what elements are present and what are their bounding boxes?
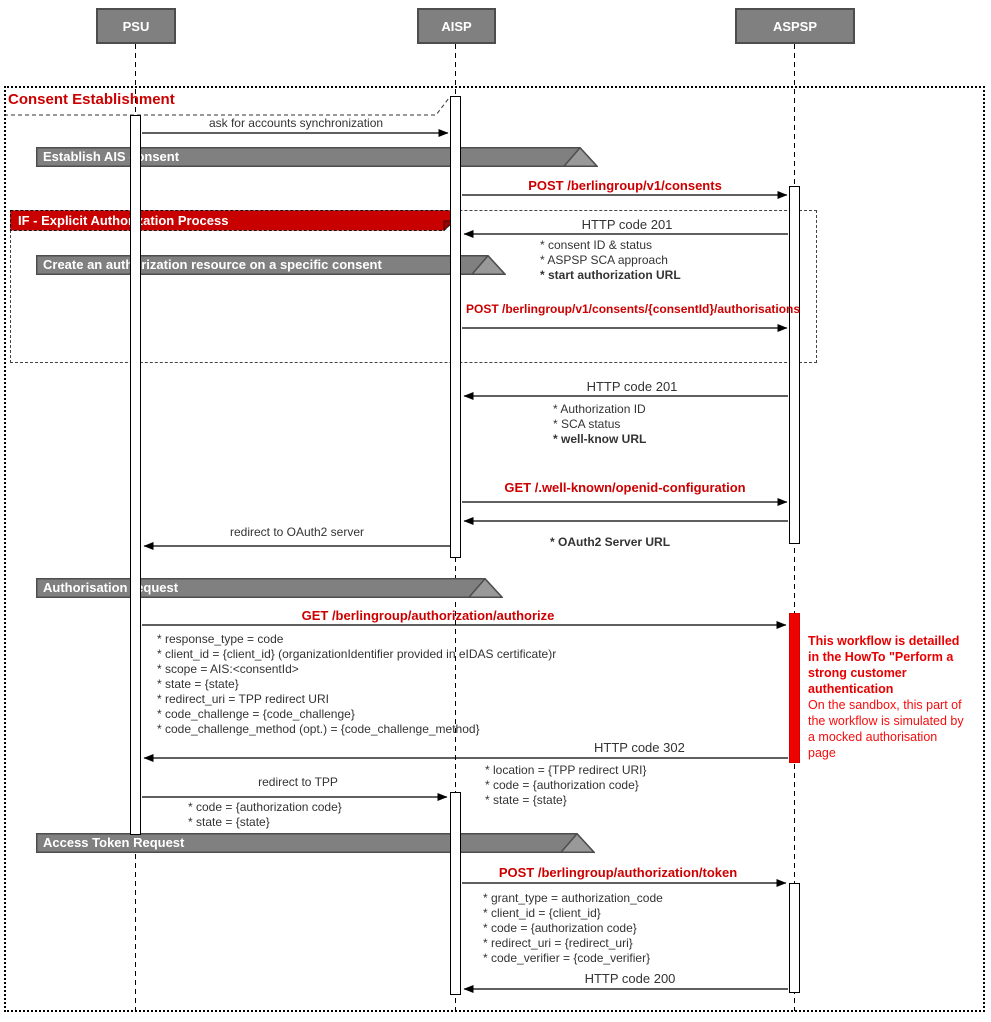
banner-label: Authorisation request [43, 580, 179, 595]
message-http201-2: HTTP code 201 [586, 379, 678, 394]
if-fragment-banner: IF - Explicit Authorization Process [10, 210, 456, 232]
param-code: * code = {authorization code} [485, 778, 639, 792]
banner-label: Create an authorization resource on a sp… [43, 257, 382, 272]
param-start-auth-url: * start authorization URL [540, 268, 681, 282]
param-consent-id: * consent ID & status [540, 238, 653, 252]
note-line: This workflow is detailled [808, 634, 960, 648]
message-post-consents: POST /berlingroup/v1/consents [528, 178, 722, 193]
param-authorization-id: * Authorization ID [553, 402, 646, 416]
param-token-redirect-uri: * redirect_uri = {redirect_uri} [483, 936, 633, 950]
param-tpp-state: * state = {state} [188, 815, 270, 829]
consent-establishment-frame [4, 86, 985, 1012]
activation-aspsp-2 [789, 883, 800, 993]
actor-psu-label: PSU [122, 18, 150, 34]
message-http201-1: HTTP code 201 [581, 217, 673, 232]
param-wellknow-url: * well-know URL [553, 432, 647, 446]
note-line: the workflow is simulated by [808, 714, 964, 728]
activation-aspsp-red [789, 613, 800, 763]
actor-aspsp: ASPSP [735, 8, 855, 44]
activation-aspsp-1 [789, 186, 800, 544]
banner-shape [36, 578, 503, 598]
activation-psu [130, 115, 141, 835]
param-tpp-code: * code = {authorization code} [188, 800, 342, 814]
message-http302: HTTP code 302 [594, 740, 685, 755]
note-line: strong customer [808, 666, 907, 680]
message-redirect-tpp: redirect to TPP [258, 775, 338, 789]
frame-title: Consent Establishment [8, 91, 175, 108]
note-line: a mocked authorisation [808, 730, 938, 744]
activation-aisp-2 [450, 792, 461, 995]
actor-psu: PSU [96, 8, 176, 44]
note-line: in the HowTo "Perform a [808, 650, 954, 664]
banner-create-authorization: Create an authorization resource on a sp… [36, 255, 506, 275]
param-sca-status: * SCA status [553, 417, 621, 431]
param-code-verifier: * code_verifier = {code_verifier} [483, 951, 651, 965]
note-line: page [808, 746, 836, 760]
if-fragment-label: IF - Explicit Authorization Process [18, 213, 229, 228]
banner-authorisation-request: Authorisation request [36, 578, 503, 598]
banner-shape [36, 255, 506, 275]
param-redirect-uri: * redirect_uri = TPP redirect URI [157, 692, 329, 706]
param-oauth2-server-url: * OAuth2 Server URL [550, 535, 671, 549]
if-banner-shape [10, 210, 456, 232]
message-ask-sync: ask for accounts synchronization [208, 116, 384, 130]
banner-label: Access Token Request [43, 835, 185, 850]
note-line: On the sandbox, this part of [808, 698, 962, 712]
note-line: authentication [808, 682, 894, 696]
param-code-challenge-method: * code_challenge_method (opt.) = {code_c… [157, 722, 480, 736]
param-location: * location = {TPP redirect URI} [485, 763, 647, 777]
message-get-wellknown: GET /.well-known/openid-configuration [504, 480, 746, 495]
banner-label: Establish AIS consent [43, 149, 180, 164]
message-get-authorize: GET /berlingroup/authorization/authorize [301, 608, 555, 623]
param-state: * state = {state} [157, 677, 239, 691]
param-response-type: * response_type = code [157, 632, 284, 646]
param-token-client-id: * client_id = {client_id} [483, 906, 601, 920]
actor-aisp: AISP [417, 8, 496, 44]
param-token-code: * code = {authorization code} [483, 921, 637, 935]
param-grant-type: * grant_type = authorization_code [483, 891, 663, 905]
message-post-authorisations: POST /berlingroup/v1/consents/{consentId… [466, 302, 801, 316]
message-redirect-oauth2: redirect to OAuth2 server [229, 525, 365, 539]
param-code-challenge: * code_challenge = {code_challenge} [157, 707, 355, 721]
message-post-token: POST /berlingroup/authorization/token [498, 865, 738, 880]
activation-aisp-1 [450, 96, 461, 558]
param-client-id: * client_id = {client_id} (organizationI… [157, 647, 557, 661]
param-scope: * scope = AIS:<consentId> [157, 662, 299, 676]
banner-access-token-request: Access Token Request [36, 833, 595, 853]
actor-aspsp-label: ASPSP [772, 18, 818, 34]
param-sca-approach: * ASPSP SCA approach [540, 253, 668, 267]
actor-aisp-label: AISP [441, 18, 472, 34]
param-state-302: * state = {state} [485, 793, 567, 807]
message-http200: HTTP code 200 [584, 971, 676, 986]
banner-establish-ais-consent: Establish AIS consent [36, 147, 598, 167]
